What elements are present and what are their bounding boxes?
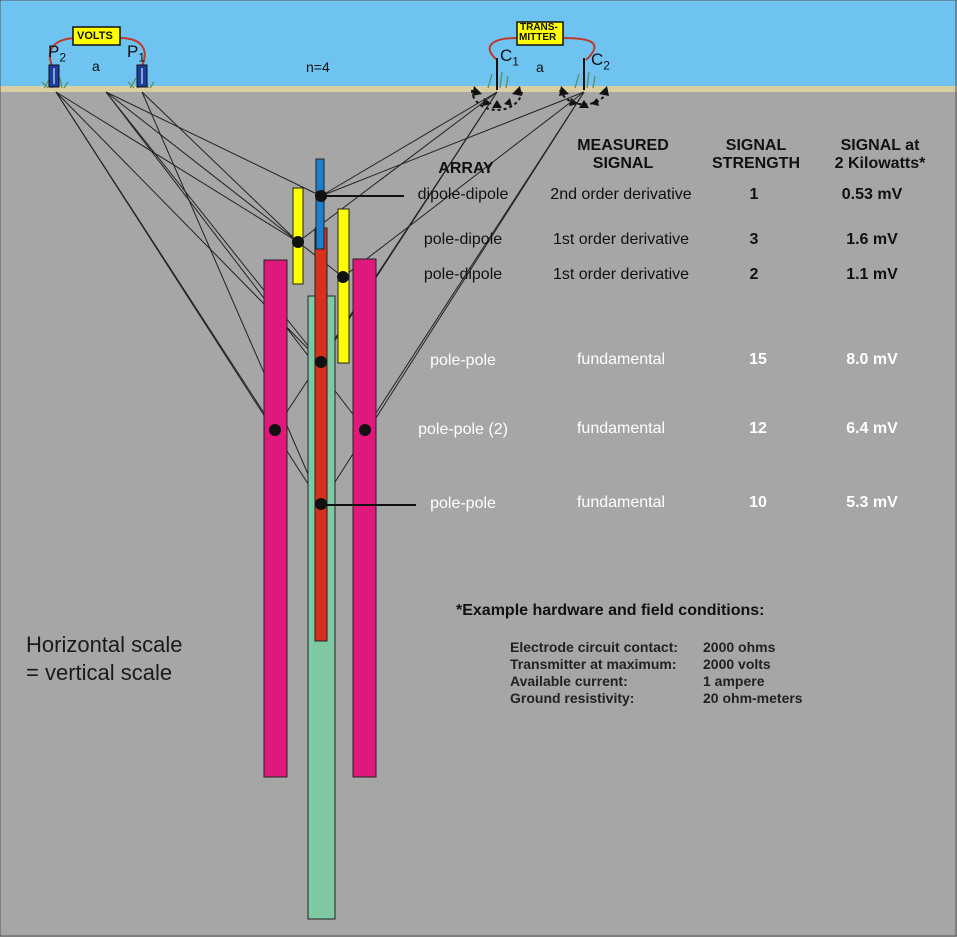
p1-label: P1 xyxy=(127,42,146,65)
electrode-c2 xyxy=(559,58,609,108)
row-5-mv: 6.4 mV xyxy=(846,420,898,437)
note-value-1: 2000 ohms xyxy=(703,639,776,655)
note-label-4: Ground resistivity: xyxy=(510,690,635,706)
note-label-3: Available current: xyxy=(510,673,628,689)
row-5-strength: 12 xyxy=(749,420,767,437)
row-3-signal: 1st order derivative xyxy=(552,266,690,283)
scale-note: Horizontal scale = vertical scale xyxy=(26,631,183,687)
row-1-signal: 2nd order derivative xyxy=(550,186,692,203)
notes-labels: Electrode circuit contact: Transmitter a… xyxy=(510,639,678,707)
row-5-signal: fundamental xyxy=(576,420,666,437)
row-4-array: pole-pole xyxy=(430,352,496,369)
header-array: ARRAY xyxy=(438,160,494,177)
notes-title: *Example hardware and field conditions: xyxy=(456,602,765,619)
pole-pole-2-bar-left xyxy=(263,259,288,778)
row-6-strength: 10 xyxy=(749,494,767,511)
sky xyxy=(0,0,957,88)
scale-note-line-2: = vertical scale xyxy=(26,660,173,685)
volts-label: VOLTS xyxy=(77,30,113,42)
row-3-strength: 2 xyxy=(749,266,759,283)
note-value-2: 2000 volts xyxy=(703,656,771,672)
electrode-c1 xyxy=(471,58,523,111)
volts-wire-right xyxy=(119,37,146,67)
transmitter-label-1: TRANS- xyxy=(520,22,558,33)
pole-dipole-bar-2 xyxy=(337,208,350,364)
transmitter-label-2: MITTER xyxy=(519,32,557,43)
row-3-array: pole-dipole xyxy=(423,266,503,283)
point-pole-pole-deep xyxy=(315,498,327,510)
intersection-points xyxy=(269,190,371,510)
note-label-2: Transmitter at maximum: xyxy=(510,656,677,672)
row-1-array: dipole-dipole xyxy=(417,186,509,203)
note-label-1: Electrode circuit contact: xyxy=(510,639,679,655)
scale-note-line-1: Horizontal scale xyxy=(26,632,183,657)
row-5-array: pole-pole (2) xyxy=(418,421,508,438)
point-pole-dipole-2 xyxy=(337,271,349,283)
c2-label: C2 xyxy=(591,50,610,73)
row-4-mv: 8.0 mV xyxy=(846,351,898,368)
point-pole-pole-2-right xyxy=(359,424,371,436)
row-2-strength: 3 xyxy=(749,231,759,248)
transmitter-box xyxy=(516,21,564,46)
c1-label: C1 xyxy=(500,46,519,69)
row-2-mv: 1.6 mV xyxy=(846,231,898,248)
ground-surface xyxy=(0,86,957,92)
spacing-a-left: a xyxy=(92,58,100,74)
point-pole-dipole-1 xyxy=(292,236,304,248)
electrode-p2 xyxy=(41,64,69,89)
pole-pole-bar xyxy=(314,227,328,642)
notes-values: 2000 ohms 2000 volts 1 ampere 20 ohm-met… xyxy=(703,639,803,707)
spacing-a-right: a xyxy=(536,59,544,75)
n-label: n=4 xyxy=(306,59,330,75)
note-value-4: 20 ohm-meters xyxy=(703,690,803,706)
row-3-mv: 1.1 mV xyxy=(846,266,898,283)
point-dipole-dipole xyxy=(315,190,327,202)
row-4-signal: fundamental xyxy=(576,351,666,368)
p2-label: P2 xyxy=(48,42,67,65)
point-pole-pole xyxy=(315,356,327,368)
row-1-strength: 1 xyxy=(749,186,759,203)
point-pole-pole-2-left xyxy=(269,424,281,436)
dipole-dipole-bar xyxy=(315,158,325,250)
volts-box xyxy=(72,26,121,46)
electrode-p1 xyxy=(127,64,155,89)
pole-pole-2-bar-right xyxy=(352,258,377,778)
row-2-signal: 1st order derivative xyxy=(552,231,690,248)
row-2-array: pole-dipole xyxy=(423,231,503,248)
row-6-array: pole-pole xyxy=(430,495,496,512)
row-1-mv: 0.53 mV xyxy=(841,186,903,203)
row-6-mv: 5.3 mV xyxy=(846,494,898,511)
transmitter-wire-right xyxy=(562,37,596,61)
row-6-signal: fundamental xyxy=(576,494,666,511)
note-value-3: 1 ampere xyxy=(703,673,765,689)
transmitter-wire-left xyxy=(488,37,518,61)
row-4-strength: 15 xyxy=(749,351,767,368)
